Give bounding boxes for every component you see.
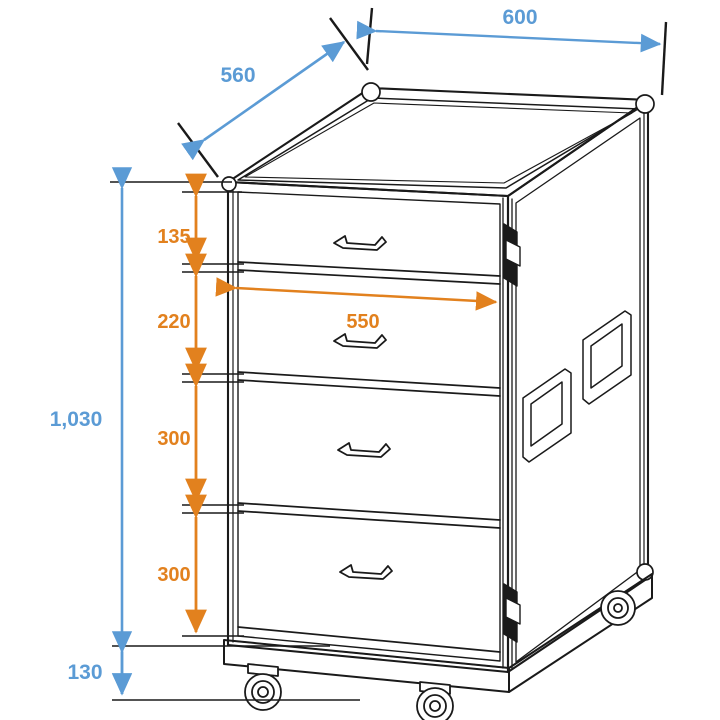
drawer-handle-3 — [337, 442, 391, 458]
extension-tick-width-end — [660, 21, 668, 96]
dimension-depth-560: 560 — [177, 17, 369, 178]
dimension-label-base-height: 130 — [67, 661, 102, 684]
ball-corner-top-front-corner — [221, 176, 237, 192]
drawer-divider-3 — [237, 502, 501, 521]
drawer-divider-3b — [237, 510, 501, 529]
drawer-divider-2 — [237, 371, 501, 389]
dimension-label-drawer-width: 550 — [346, 311, 379, 333]
side-handle-upper — [582, 310, 632, 405]
dimension-label-drawer2: 220 — [157, 311, 190, 333]
casters — [244, 590, 636, 720]
drawer-divider-1 — [237, 261, 501, 277]
dimension-width-600: 600 — [356, 6, 668, 96]
caster-front-right-axle — [429, 700, 441, 712]
ball-corners — [221, 82, 655, 581]
drawer-fronts — [237, 261, 501, 653]
dimension-label-depth: 560 — [220, 64, 255, 87]
ball-corner-top-front-left — [361, 82, 381, 102]
butterfly-latches — [503, 223, 521, 643]
drawer-handles — [333, 235, 393, 580]
caster-back-right-axle — [613, 603, 623, 613]
caster-front-left-plate — [247, 663, 279, 677]
case-front-inner-frame — [237, 191, 501, 662]
dimension-base-height-130: 130 — [67, 631, 133, 696]
side-handle-upper-recess — [590, 323, 623, 389]
ball-corner-top-back-right — [635, 94, 655, 114]
caster-back-right — [600, 590, 636, 626]
dimension-label-drawer1: 135 — [157, 226, 190, 248]
dimension-drawer2-220: 220 — [157, 253, 207, 372]
drawer-handle-4 — [339, 564, 393, 580]
side-handle-lower-recess — [530, 381, 563, 447]
dimension-label-drawer3: 300 — [157, 428, 190, 450]
extension-tick-depth-end — [329, 17, 369, 71]
side-handle-lower — [522, 368, 572, 463]
dimension-line-depth — [181, 40, 346, 161]
side-handles — [522, 310, 632, 463]
dimension-total-height-1030: 1,030 — [50, 167, 133, 696]
drawer-bottom-edge — [237, 626, 501, 653]
drawer-handle-1 — [333, 235, 387, 251]
drawer-divider-2b — [237, 379, 501, 397]
dimension-drawer4-300: 300 — [157, 494, 207, 634]
dimension-drawer1-135: 135 — [157, 173, 207, 262]
caster-front-right — [416, 681, 454, 720]
caster-front-left — [244, 663, 282, 711]
dimension-label-width: 600 — [502, 6, 537, 29]
dimension-drawer3-300: 300 — [157, 363, 207, 503]
latch-lower-plate — [505, 597, 521, 625]
dimension-line-drawer-width — [215, 277, 498, 311]
drawer-handle-2 — [333, 333, 387, 349]
caster-front-left-axle — [257, 686, 269, 698]
dimension-label-drawer4: 300 — [157, 564, 190, 586]
dimension-label-total-height: 1,030 — [50, 408, 103, 431]
latch-upper-plate — [505, 239, 521, 267]
dimension-line-width — [356, 20, 662, 53]
dimension-drawer-width-550: 550 — [215, 277, 498, 333]
